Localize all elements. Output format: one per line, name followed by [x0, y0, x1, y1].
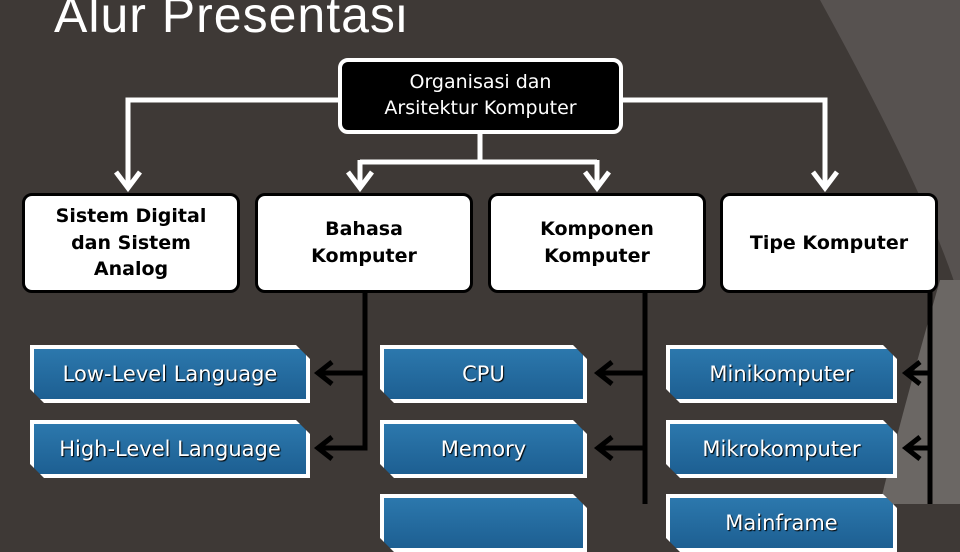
node-tipe-komputer: Tipe Komputer	[720, 193, 938, 293]
slide-title: Alur Presentasi	[54, 0, 409, 43]
leaf-cpu: CPU	[380, 345, 587, 403]
leaf-high-level-language: High-Level Language	[30, 420, 310, 478]
leaf-minikomputer: Minikomputer	[666, 345, 897, 403]
background-graphic	[114, 0, 960, 504]
leaf-komponen-3	[380, 494, 587, 552]
black-connectors	[313, 285, 933, 504]
leaf-mainframe: Mainframe	[666, 494, 897, 552]
leaf-low-level-language: Low-Level Language	[30, 345, 310, 403]
leaf-mikrokomputer: Mikrokomputer	[666, 420, 897, 478]
leaf-memory: Memory	[380, 420, 587, 478]
node-bahasa-komputer: Bahasa Komputer	[255, 193, 473, 293]
node-komponen-komputer: Komponen Komputer	[488, 193, 706, 293]
root-line1: Organisasi dan	[409, 71, 552, 94]
white-connectors	[114, 97, 839, 193]
node-sistem-digital: Sistem Digital dan Sistem Analog	[22, 193, 240, 293]
root-line2: Arsitektur Komputer	[384, 97, 577, 119]
